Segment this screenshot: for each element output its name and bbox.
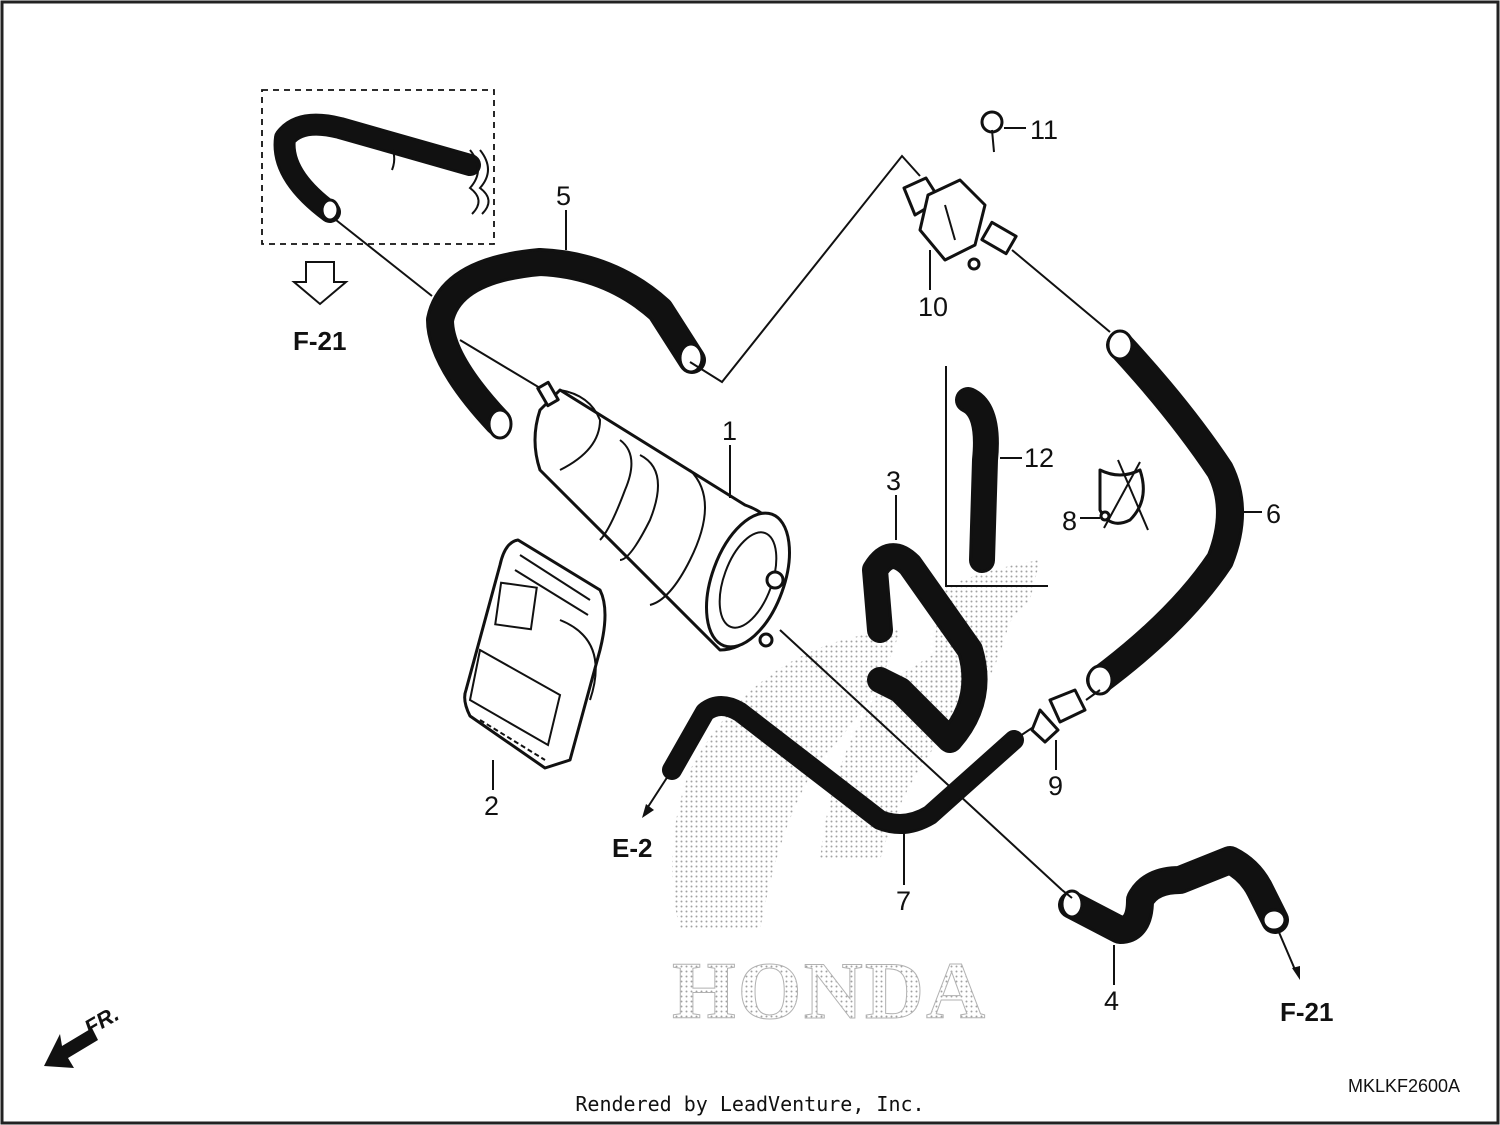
reference-box-f21 [261,89,495,245]
callout-12: 12 [1024,443,1054,473]
hose-3 [862,543,988,753]
watermark-text: HONDA [672,945,987,1036]
leader-hose4-end [1061,889,1073,899]
ref-e2: E-2 [612,833,652,863]
callout-6: 6 [1266,499,1281,529]
filter-10 [902,176,1018,271]
diagram-code: MKLKF2600A [1348,1076,1460,1096]
callout-9: 9 [1048,771,1063,801]
screw-11 [980,110,1004,153]
leader-hose5-filter [689,154,921,384]
leader-box-hose5 [335,219,433,297]
callout-2: 2 [484,791,499,821]
callout-11: 11 [1030,115,1058,145]
ref-f21-top: F-21 [293,326,346,356]
clip-8 [1098,459,1149,531]
e2-arrowhead [642,804,654,818]
hose-12 [945,366,1048,587]
fuel-pump-1 [459,339,791,652]
e2-arrow [645,775,669,811]
ref-f21-bottom: F-21 [1280,997,1333,1027]
callout-3: 3 [886,466,901,496]
hose-4 [1058,846,1289,944]
callout-10: 10 [918,292,948,322]
joint-9 [1030,688,1087,744]
f21-arrow-top [291,261,349,306]
front-arrow-icon [44,1028,98,1068]
callout-8: 8 [1062,506,1077,536]
f21-arrow-bottom [1277,929,1297,973]
hose-6 [1086,329,1244,696]
callout-7: 7 [896,886,911,916]
hose-7 [662,696,1024,834]
leader-joint-hose6 [1085,689,1101,701]
callout-5: 5 [556,181,571,211]
callout-4: 4 [1104,986,1119,1016]
f21-arrowhead-bottom [1292,966,1300,980]
holder-2 [463,538,607,770]
callout-1: 1 [722,416,737,446]
credit-text: Rendered by LeadVenture, Inc. [575,1092,925,1116]
leader-pump-hose4 [779,629,1063,891]
leader-filter-hose6 [1011,249,1111,333]
